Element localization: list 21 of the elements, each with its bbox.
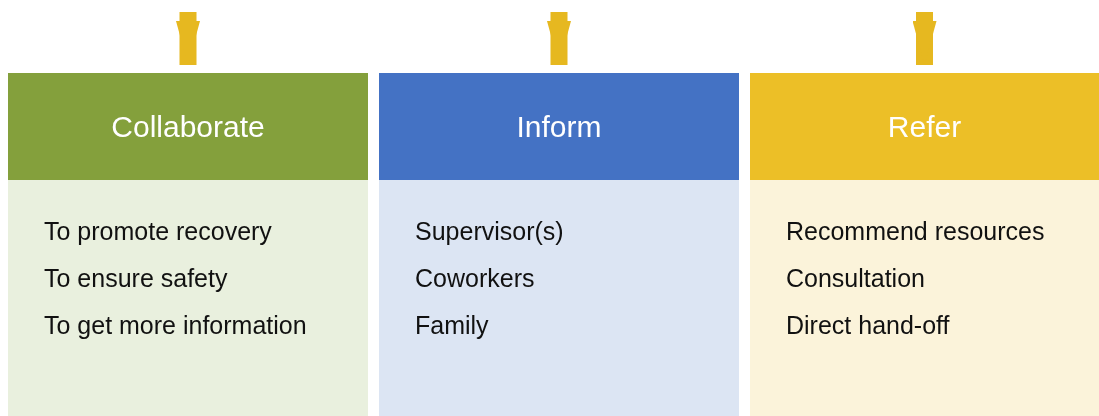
list-item: To promote recovery [44, 216, 272, 247]
arrow [547, 12, 571, 65]
header-band [750, 73, 1099, 180]
header-band [379, 73, 739, 180]
list-item: Recommend resources [786, 216, 1045, 247]
arrow [176, 12, 200, 65]
content-panel [750, 180, 1099, 416]
list-item: To ensure safety [44, 263, 228, 294]
list-item: Family [415, 310, 489, 341]
list-item: Coworkers [415, 263, 535, 294]
list-item: Consultation [786, 263, 925, 294]
heading: Inform [516, 109, 602, 144]
list-item: To get more information [44, 310, 307, 341]
content-panel [379, 180, 739, 416]
heading: Refer [887, 109, 962, 144]
header-band [8, 73, 368, 180]
content-panel [8, 180, 368, 416]
list-item: Supervisor(s) [415, 216, 564, 247]
arrow [912, 12, 937, 65]
list-item: Direct hand-off [786, 310, 950, 341]
heading: Collaborate [111, 109, 265, 144]
